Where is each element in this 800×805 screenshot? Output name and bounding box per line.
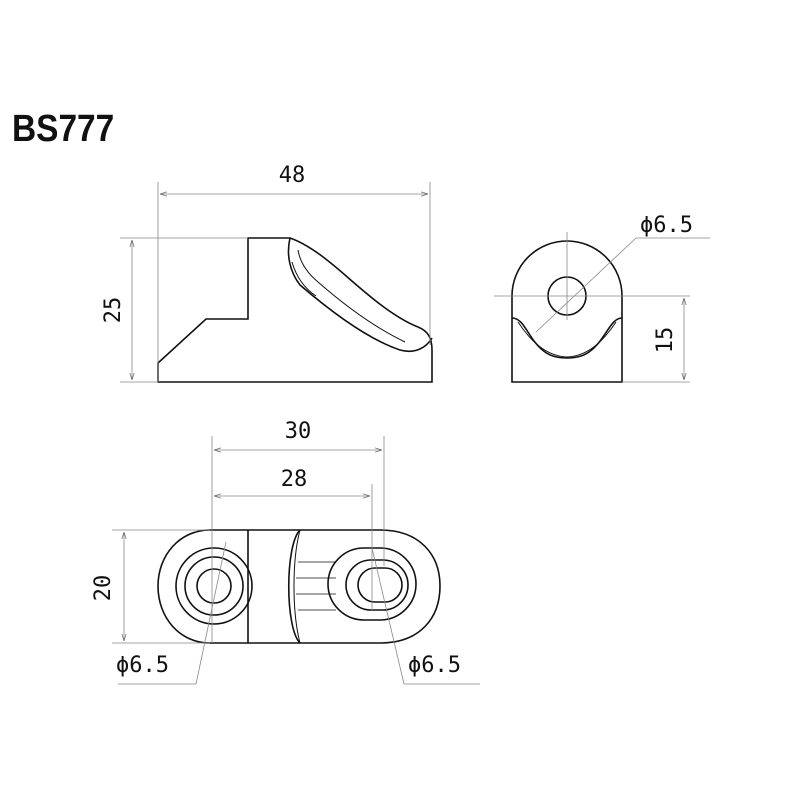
end-view-saddle [511, 317, 623, 359]
top-view-dimensions [112, 436, 480, 685]
dim-label-right-dia: ϕ6.5 [408, 653, 461, 678]
leader-hole [535, 237, 637, 333]
dim-label-48: 48 [279, 163, 306, 188]
end-view-outline [511, 240, 623, 383]
end-view-dimensions [494, 232, 710, 383]
end-view-saddle-inner [517, 321, 617, 358]
top-view-left-hole-outer [184, 556, 244, 616]
side-view-slot-upper [287, 237, 433, 353]
dim-label-left-dia: ϕ6.5 [116, 653, 169, 678]
dim-label-15: 15 [653, 327, 678, 354]
part-number-title: BS777 [12, 108, 115, 150]
side-view [157, 237, 433, 383]
top-view-outline [157, 529, 441, 644]
top-view [157, 529, 441, 644]
dim-label-end-dia: ϕ6.5 [640, 213, 693, 238]
top-view-right-hole [357, 567, 403, 603]
side-view-outline [157, 237, 433, 383]
dim-label-28: 28 [281, 467, 308, 492]
top-view-left-hole [196, 568, 232, 604]
dim-label-30: 30 [285, 419, 312, 444]
top-view-step-right [287, 529, 301, 644]
top-view-left-boss [175, 547, 253, 625]
top-view-slot-wall [293, 529, 301, 644]
dim-label-25: 25 [101, 297, 126, 324]
side-view-slot-inner2 [291, 261, 317, 297]
top-view-right-slot [345, 559, 409, 611]
side-view-slot-inner [297, 249, 406, 343]
dim-label-20: 20 [91, 575, 116, 602]
side-view-dimensions [120, 182, 431, 383]
leader-left-hole [195, 541, 227, 685]
leader-right-hole [371, 547, 405, 685]
